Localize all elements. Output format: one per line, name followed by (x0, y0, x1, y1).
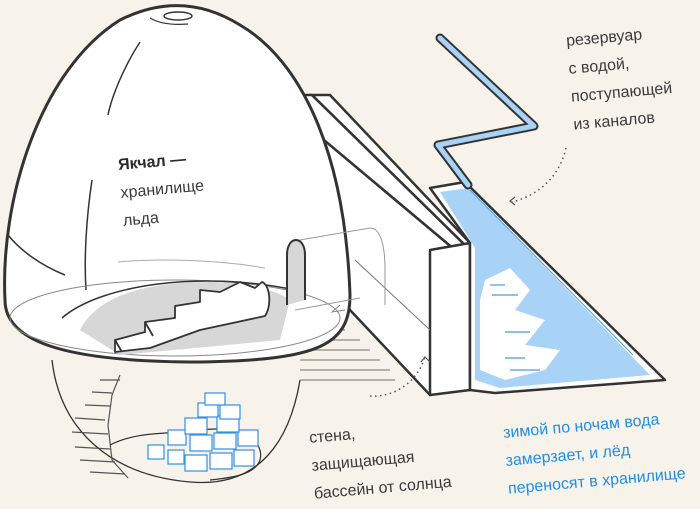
water-pool (428, 180, 667, 395)
winter-label: зимой по ночам вода замерзает, и лёд пер… (502, 404, 687, 503)
dome (3, 4, 352, 364)
wall-label: стена, защищающая бассейн от солнца (308, 413, 453, 509)
reservoir-pointer-arrow (509, 196, 516, 206)
reservoir-pointer (511, 147, 567, 203)
ice-blocks (147, 392, 259, 472)
yakhchal-diagram (3, 4, 667, 484)
reservoir-label: резервуар с водой, поступающей из канало… (565, 19, 676, 139)
wall-pointer-arrow (420, 356, 431, 363)
pit-stairs (71, 374, 129, 479)
staircase (114, 281, 271, 353)
tunnel (286, 227, 386, 313)
yakhchal-label: Якчал — хранилище льда (117, 145, 208, 236)
water-channel (433, 33, 539, 190)
underground-pit (51, 359, 301, 484)
